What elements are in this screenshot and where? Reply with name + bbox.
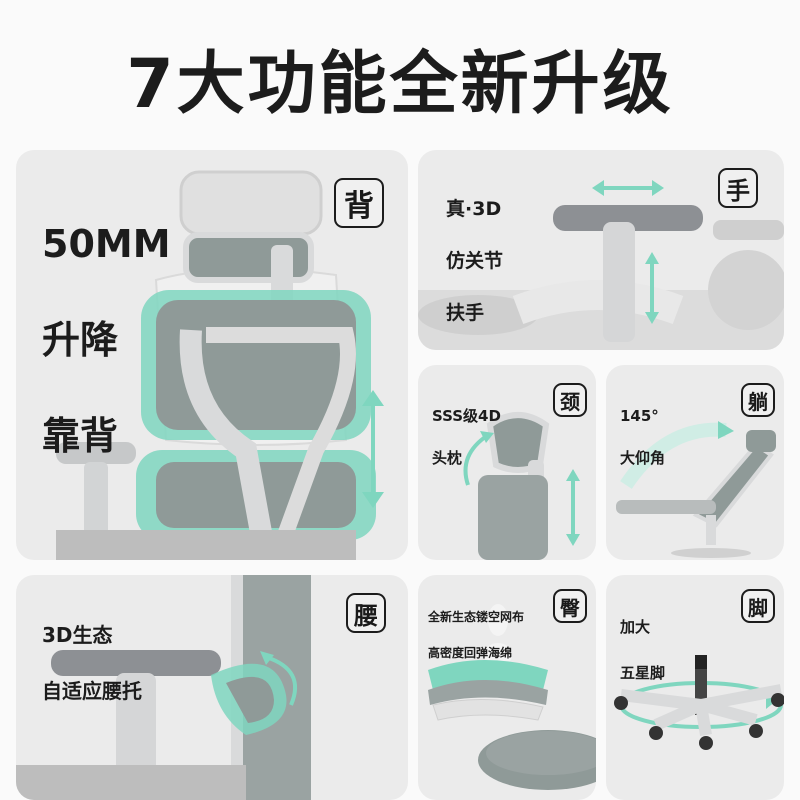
feature-card-armrest: 真·3D 仿关节 扶手 手 xyxy=(418,150,784,350)
headrest-label: SSS级4D 头枕 xyxy=(432,407,501,467)
lumbar-illustration xyxy=(16,575,311,800)
feature-card-base: 加大 五星脚 脚 xyxy=(606,575,784,800)
feature-card-lumbar: 3D生态 自适应腰托 腰 xyxy=(16,575,408,800)
base-label: 加大 五星脚 xyxy=(620,618,666,682)
feature-card-headrest: SSS级4D 头枕 颈 xyxy=(418,365,596,560)
feature-card-backrest: 50MM 升降 靠背 背 xyxy=(16,150,408,560)
armrest-label: 真·3D 仿关节 扶手 xyxy=(446,198,504,324)
armrest-badge: 手 xyxy=(718,168,758,208)
armrest-illustration xyxy=(418,180,784,350)
five-star-base-illustration xyxy=(614,655,784,750)
seat-badge: 臀 xyxy=(553,589,587,623)
chair-backrest-illustration xyxy=(56,170,384,560)
lumbar-badge: 腰 xyxy=(346,593,386,633)
headrest-badge: 颈 xyxy=(553,383,587,417)
recline-label: 145° 大仰角 xyxy=(620,407,666,467)
recline-illustration xyxy=(616,421,776,558)
lumbar-label: 3D生态 自适应腰托 xyxy=(42,623,142,703)
seat-cushion-illustration xyxy=(428,604,596,790)
feature-card-seat: 全新生态镂空网布 高密度回弹海绵 臀 xyxy=(418,575,596,800)
page-title: 7大功能全新升级 xyxy=(126,45,674,124)
recline-badge: 躺 xyxy=(741,383,775,417)
base-badge: 脚 xyxy=(741,589,775,623)
backrest-label: 50MM 升降 靠背 xyxy=(42,222,171,458)
seat-label: 全新生态镂空网布 高密度回弹海绵 xyxy=(428,610,525,660)
backrest-badge: 背 xyxy=(334,178,384,228)
headrest-illustration xyxy=(463,412,580,560)
feature-card-recline: 145° 大仰角 躺 xyxy=(606,365,784,560)
